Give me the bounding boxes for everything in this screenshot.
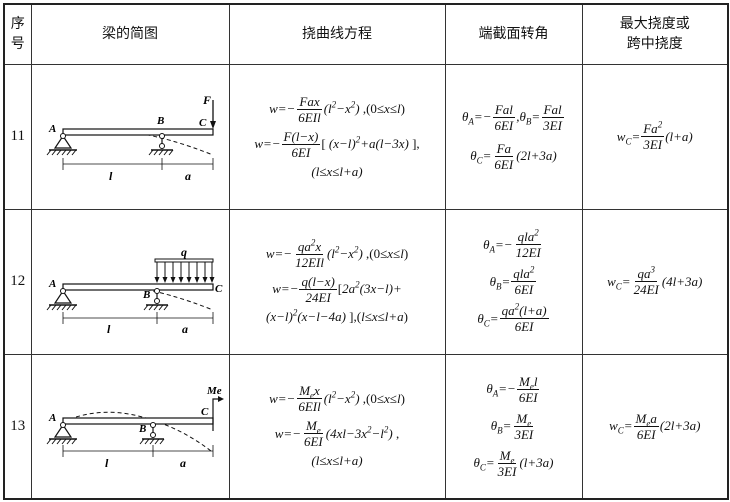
distributed-load-bar bbox=[154, 258, 214, 262]
row-number: 13 bbox=[3, 353, 32, 500]
label-c: C bbox=[199, 117, 207, 129]
beam-diagram-svg-12: q A B C l a bbox=[46, 245, 223, 336]
angle-line: θC=qa2(l+a)6EI bbox=[477, 301, 549, 334]
header-angle: 端截面转角 bbox=[444, 3, 583, 65]
label-load: q bbox=[181, 245, 187, 259]
label-a: A bbox=[48, 123, 56, 135]
equation-line: (x−l)2(x−l−4a) ],(l≤x≤l+a) bbox=[266, 307, 408, 324]
beam-body bbox=[62, 417, 214, 425]
label-c: C bbox=[201, 406, 209, 418]
table-row-11: 11 F A B C bbox=[3, 63, 729, 210]
label-span-l: l bbox=[107, 322, 111, 335]
beam-body bbox=[62, 127, 214, 136]
beam-diagram-svg-11: F A B C l a bbox=[46, 93, 216, 183]
label-span-a: a bbox=[180, 456, 186, 470]
beam-diagram-12: q A B C l a bbox=[30, 208, 230, 355]
moment-arrow bbox=[212, 398, 221, 432]
label-a: A bbox=[48, 278, 56, 290]
label-span-a: a bbox=[185, 169, 191, 183]
pin-support-a bbox=[53, 289, 73, 304]
label-span-l: l bbox=[105, 456, 109, 470]
header-diagram: 梁的简图 bbox=[30, 3, 230, 65]
label-load: Me bbox=[206, 385, 222, 397]
beam-diagram-13: Me A B C l a bbox=[30, 353, 230, 500]
equation-line: (l≤x≤l+a) bbox=[311, 163, 363, 179]
beam-body bbox=[62, 282, 214, 291]
header-equation: 挠曲线方程 bbox=[228, 3, 446, 65]
header-index: 序号 bbox=[3, 3, 32, 65]
row-number: 11 bbox=[3, 63, 32, 210]
beam-diagram-svg-13: Me A B C l a bbox=[46, 385, 224, 470]
label-span-a: a bbox=[182, 322, 188, 335]
table-row-13: 13 Me A B C bbox=[3, 353, 729, 500]
equation-line: w=−q(l−x)24EI[2a2(3x−l)+ bbox=[272, 273, 402, 305]
equation-line: w=−F(l−x)6EI[ (x−l)2+a(l−3x) ], bbox=[254, 128, 420, 160]
label-load: F bbox=[202, 93, 211, 107]
label-b: B bbox=[156, 115, 164, 127]
beam-deflection-table: 序号 梁的简图 挠曲线方程 端截面转角 最大挠度或跨中挠度 11 bbox=[3, 3, 729, 500]
label-a: A bbox=[48, 412, 56, 424]
label-b: B bbox=[138, 423, 146, 435]
equation-line: (l≤x≤l+a) bbox=[311, 453, 363, 469]
beam-diagram-11: F A B C l a bbox=[30, 63, 230, 210]
label-c: C bbox=[215, 283, 223, 295]
label-span-l: l bbox=[109, 169, 113, 183]
pin-support-a bbox=[53, 424, 73, 438]
header-row: 序号 梁的简图 挠曲线方程 端截面转角 最大挠度或跨中挠度 bbox=[3, 3, 729, 65]
table-row-12: 12 bbox=[3, 208, 729, 355]
label-b: B bbox=[142, 289, 150, 301]
row-number: 12 bbox=[3, 208, 32, 355]
header-max: 最大挠度或跨中挠度 bbox=[581, 3, 729, 65]
pin-support-a bbox=[53, 134, 73, 149]
